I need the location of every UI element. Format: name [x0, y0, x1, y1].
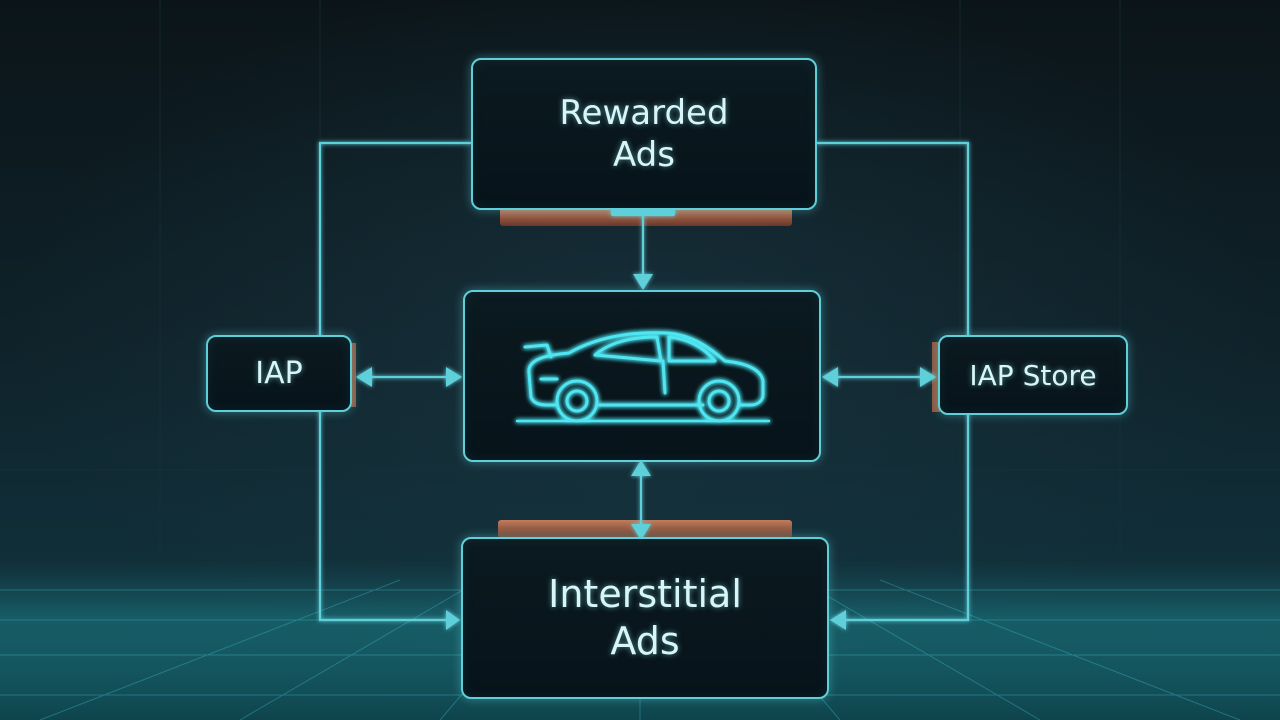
arrow-left-into-center: [822, 367, 838, 387]
arrow-down-into-interstitial: [631, 524, 651, 540]
node-iap: IAP: [206, 335, 352, 412]
copper-edge-iap: [348, 343, 356, 407]
node-center-game: [463, 290, 821, 462]
arrow-left-into-iap: [356, 367, 372, 387]
node-iap-label: IAP: [255, 355, 303, 391]
arrow-into-interstitial-right: [830, 610, 846, 630]
arrow-right-into-center: [446, 367, 462, 387]
node-iap-store: IAP Store: [938, 335, 1128, 415]
node-interstitial-ads-label: Interstitial Ads: [548, 571, 742, 664]
node-rewarded-ads-label: Rewarded Ads: [559, 92, 729, 176]
arrow-into-interstitial-left: [446, 610, 460, 630]
copper-slab-top: [500, 208, 792, 226]
node-interstitial-ads: Interstitial Ads: [461, 537, 829, 699]
arrow-right-into-store: [920, 367, 936, 387]
sports-car-icon: [515, 331, 771, 423]
arrow-up-into-center: [631, 460, 651, 476]
node-rewarded-ads: Rewarded Ads: [471, 58, 817, 210]
node-iap-store-label: IAP Store: [969, 358, 1097, 392]
arrow-down-into-center: [633, 274, 653, 290]
